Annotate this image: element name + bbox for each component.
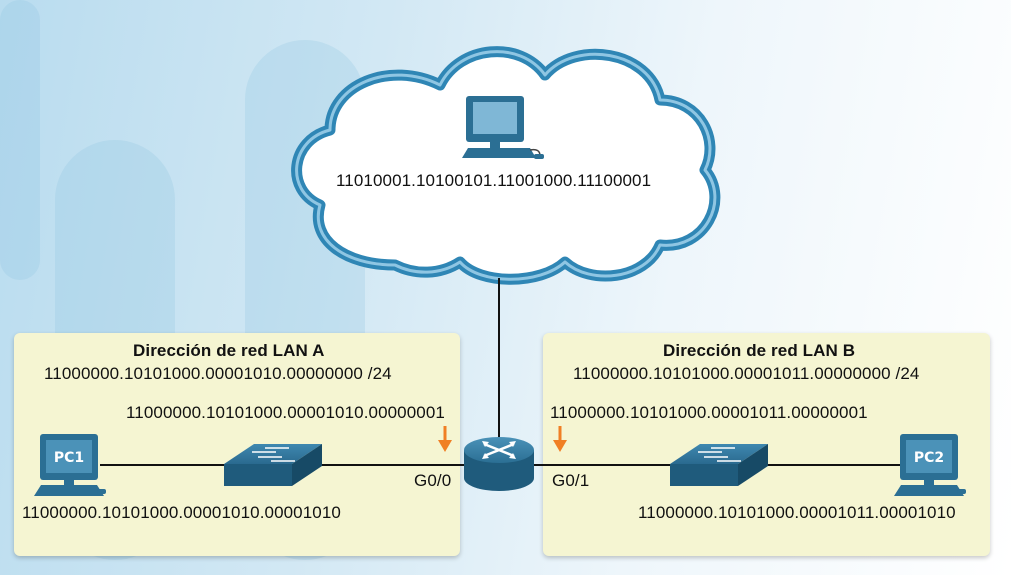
background-stripe xyxy=(0,0,40,280)
lan-a-title: Dirección de red LAN A xyxy=(133,341,325,360)
cloud-host-address: 11010001.10100101.11001000.11100001 xyxy=(336,171,652,190)
router-g0-1-address: 11000000.10101000.00001011.00000001 xyxy=(550,403,868,422)
cloud-server-pc-icon xyxy=(462,96,544,159)
pc2-icon: PC2 xyxy=(894,434,966,496)
interface-g0-0-label: G0/0 xyxy=(414,471,452,490)
switch-a-icon xyxy=(224,444,322,486)
interface-b-arrow-icon xyxy=(553,426,567,452)
pc2-label: PC2 xyxy=(914,450,944,466)
interface-a-arrow-icon xyxy=(438,426,452,452)
router-icon xyxy=(464,437,534,491)
router-g0-0-address: 11000000.10101000.00001010.00000001 xyxy=(126,403,445,422)
lan-b-title: Dirección de red LAN B xyxy=(663,341,856,360)
pc1-label: PC1 xyxy=(54,450,84,466)
pc1-icon: PC1 xyxy=(34,434,106,496)
pc1-address: 11000000.10101000.00001010.00001010 xyxy=(22,503,341,522)
lan-a-network-address: 11000000.10101000.00001010.00000000 /24 xyxy=(44,364,392,383)
interface-g0-1-label: G0/1 xyxy=(552,471,590,490)
lan-b-network-address: 11000000.10101000.00001011.00000000 /24 xyxy=(573,364,920,383)
switch-b-icon xyxy=(670,444,768,486)
internet-cloud xyxy=(291,46,721,285)
pc2-address: 11000000.10101000.00001011.00001010 xyxy=(638,503,956,522)
